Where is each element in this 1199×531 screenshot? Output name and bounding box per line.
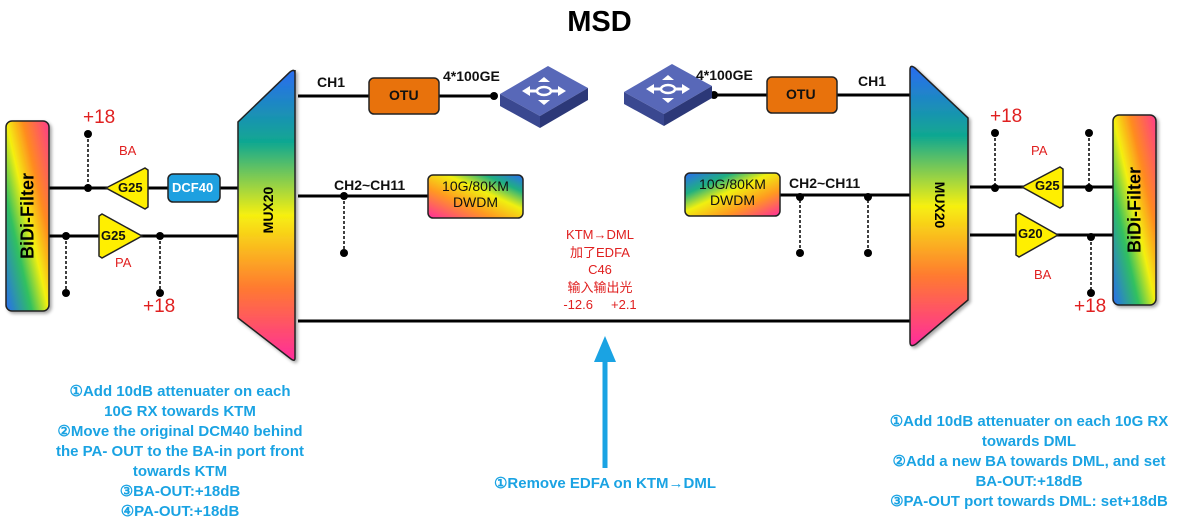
left-bidi-filter — [5, 120, 50, 312]
left-pa-output-label: +18 — [143, 296, 176, 317]
right-otu — [766, 76, 838, 114]
right-dwdm-module — [684, 172, 781, 217]
right-dwdm-label: 10G/80KM DWDM — [699, 176, 766, 208]
right-ch1-label: CH1 — [858, 73, 887, 89]
right-filter-label: BiDi-Filter — [1124, 166, 1145, 254]
left-pa-amplifier — [98, 213, 144, 259]
center-annotation: KTM→DML 加了EDFA C46 输入输出光 -12.6 +2.1 — [563, 227, 637, 312]
left-notes: ①Add 10dB attenuater on each 10G RX towa… — [55, 383, 304, 520]
center-arrow-note: ①Remove EDFA on KTM→DML — [493, 475, 717, 492]
left-ba-output-label: +18 — [83, 107, 116, 128]
right-ch2-tap-2 — [864, 193, 872, 257]
right-ch2-label: CH2~CH11 — [789, 175, 861, 191]
left-ch2-label: CH2~CH11 — [334, 177, 406, 193]
dcf40-label: DCF40 — [172, 180, 214, 195]
right-pa-output-label: +18 — [990, 106, 1023, 127]
up-arrow-icon — [594, 336, 616, 468]
left-pa-out-tap — [156, 232, 164, 297]
left-ba-amplifier — [104, 167, 149, 210]
left-dwdm-module — [427, 174, 524, 219]
left-filter-label: BiDi-Filter — [17, 172, 38, 260]
left-mux-label: MUX20 — [260, 186, 276, 234]
dcf40-module — [167, 173, 221, 203]
right-pa-gain-label: G25 — [1035, 178, 1060, 193]
left-otu — [368, 77, 440, 115]
left-ba-tap — [84, 130, 92, 192]
right-pa-role-label: PA — [1031, 143, 1048, 158]
right-otu-label: OTU — [786, 86, 816, 102]
left-mux20 — [237, 69, 296, 362]
left-ch1-label: CH1 — [317, 74, 346, 90]
left-dwdm-label: 10G/80KM DWDM — [442, 178, 509, 210]
right-client-label: 4*100GE — [696, 67, 753, 83]
right-bidi-filter — [1112, 114, 1157, 306]
left-switch-icon — [500, 66, 588, 128]
right-ba-gain-label: G20 — [1018, 226, 1043, 241]
right-ba-out-tap — [1087, 233, 1095, 297]
right-ch2-tap-1 — [796, 193, 804, 257]
left-pa-in-tap — [62, 232, 70, 297]
right-ba-amplifier — [1015, 212, 1060, 258]
left-client-label: 4*100GE — [443, 68, 500, 84]
left-ba-role-label: BA — [119, 143, 137, 158]
left-ba-gain-label: G25 — [118, 180, 143, 195]
left-client-port — [490, 92, 498, 100]
right-pa-in-tap — [1085, 129, 1093, 192]
right-switch-icon — [624, 64, 712, 126]
left-pa-role-label: PA — [115, 255, 132, 270]
left-otu-label: OTU — [389, 87, 419, 103]
left-ch2-tap — [340, 192, 348, 257]
right-mux20 — [909, 65, 969, 347]
right-pa-amplifier — [1020, 166, 1064, 209]
right-ba-role-label: BA — [1034, 267, 1052, 282]
right-mux-label: MUX20 — [932, 181, 948, 229]
right-notes: ①Add 10dB attenuater on each 10G RX towa… — [889, 413, 1169, 510]
left-pa-gain-label: G25 — [101, 228, 126, 243]
right-pa-out-tap — [991, 129, 999, 192]
right-ba-output-label: +18 — [1074, 296, 1107, 317]
page-title: MSD — [567, 6, 632, 38]
